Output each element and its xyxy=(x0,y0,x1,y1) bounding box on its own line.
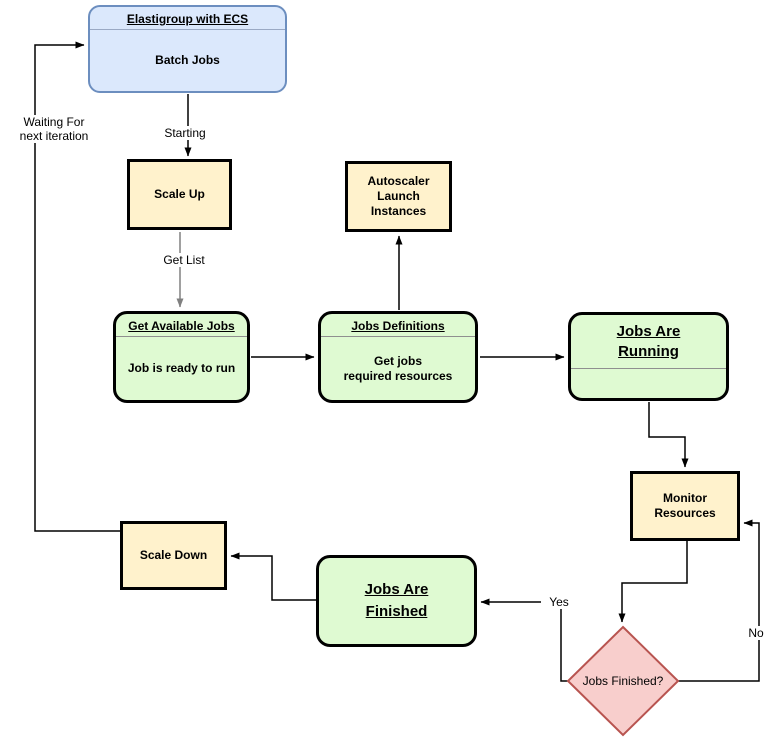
edge-label-yes: Yes xyxy=(541,595,577,609)
node-jobs-are-running-body xyxy=(571,369,726,398)
node-elastigroup-body: Batch Jobs xyxy=(155,53,220,67)
decision-diamond-shape xyxy=(566,625,680,737)
node-get-available-jobs-body: Job is ready to run xyxy=(127,361,236,375)
node-scale-down-label: Scale Down xyxy=(139,548,208,562)
node-autoscaler-launch-instances: Autoscaler Launch Instances xyxy=(345,161,452,232)
node-jobs-are-running-title: Jobs Are Running xyxy=(571,315,726,369)
node-jobs-are-finished: Jobs Are Finished xyxy=(316,555,477,647)
node-elastigroup-title: Elastigroup with ECS xyxy=(90,7,285,30)
node-jobs-are-running: Jobs Are Running xyxy=(568,312,729,401)
node-monitor-resources-label: Monitor Resources xyxy=(654,491,716,520)
node-jobs-are-finished-title: Jobs Are Finished xyxy=(364,581,429,620)
edge-scaledown-to-elastigroup xyxy=(34,41,120,532)
node-jobs-definitions: Jobs Definitions Get jobs required resou… xyxy=(318,311,478,403)
decision-jobs-finished-label: Jobs Finished? xyxy=(582,674,664,688)
node-monitor-resources: Monitor Resources xyxy=(630,471,740,541)
edge-decision-no-to-monitor xyxy=(678,519,760,682)
node-jobs-definitions-body: Get jobs required resources xyxy=(343,353,453,383)
edge-label-waiting-for-next-iteration: Waiting For next iteration xyxy=(0,115,108,143)
node-jobs-definitions-title: Jobs Definitions xyxy=(321,314,475,337)
edge-decision-yes-to-jobsarefinished xyxy=(480,598,568,682)
node-scale-down: Scale Down xyxy=(120,521,227,590)
edge-label-get-list: Get List xyxy=(154,253,214,267)
edge-monitor-to-decision xyxy=(618,541,688,623)
node-get-available-jobs: Get Available Jobs Job is ready to run xyxy=(113,311,250,403)
node-elastigroup-with-ecs: Elastigroup with ECS Batch Jobs xyxy=(88,5,287,93)
edge-label-starting: Starting xyxy=(155,126,215,140)
edge-jobsarefinished-to-scaledown xyxy=(230,552,316,601)
edge-jobsarerunning-to-monitor xyxy=(648,402,689,468)
node-autoscaler-label: Autoscaler Launch Instances xyxy=(367,174,430,218)
node-scale-up: Scale Up xyxy=(127,159,232,230)
node-scale-up-label: Scale Up xyxy=(154,187,205,201)
node-get-available-jobs-title: Get Available Jobs xyxy=(116,314,247,337)
edge-label-no: No xyxy=(742,626,766,640)
